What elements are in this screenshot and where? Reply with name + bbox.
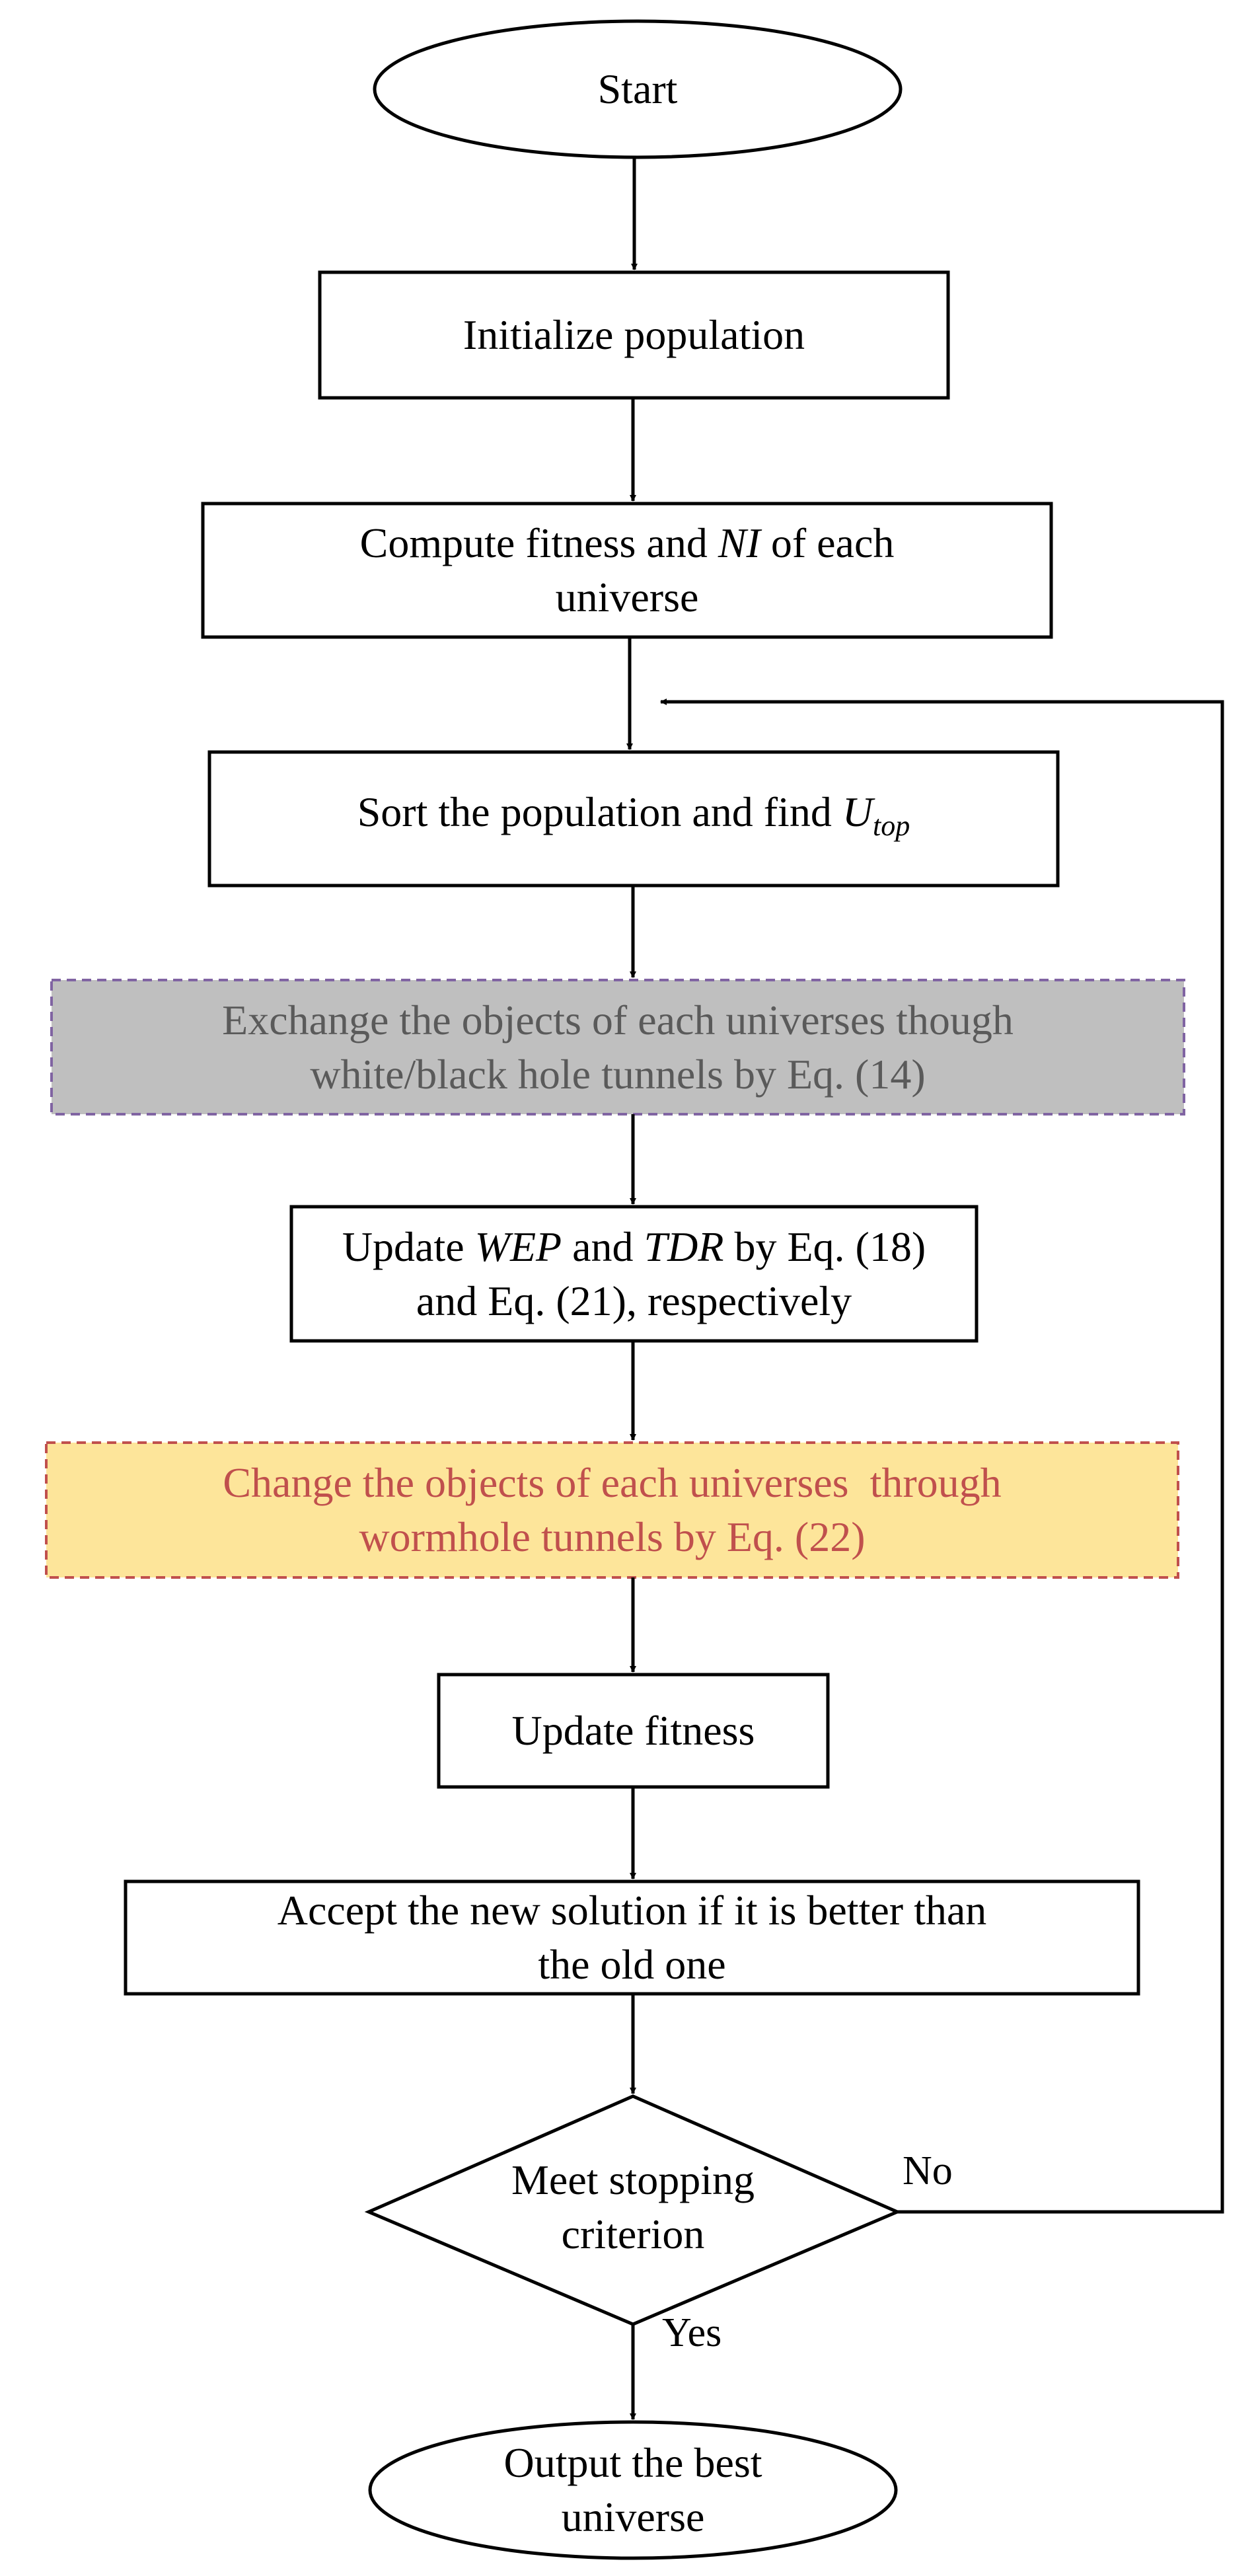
edge-label-yes: Yes <box>662 2310 722 2355</box>
start-label: Start <box>375 40 901 139</box>
update-fitness-box <box>437 1673 830 1789</box>
start-ellipse <box>373 19 903 159</box>
accept-label: Accept the new solution if it is better … <box>277 1887 987 1988</box>
change-box <box>45 1441 1179 1579</box>
edge-label-no: No <box>903 2148 953 2193</box>
change-label: Change the objects of each universes thr… <box>223 1459 1002 1560</box>
output-label: Output the best universe <box>503 2439 762 2540</box>
update-wep-label: Update WEP and TDR by Eq. (18) and Eq. (… <box>342 1223 926 1324</box>
sort-box <box>207 750 1060 888</box>
exchange-label: Exchange the objects of each universes t… <box>222 996 1014 1098</box>
output-ellipse <box>368 2420 898 2560</box>
update-fitness-label: Update fitness <box>511 1707 755 1754</box>
compute-label: Compute fitness and NI of each universe <box>359 519 895 621</box>
decision-label: Meet stopping criterion <box>511 2156 755 2257</box>
sort-label: Sort the population and find Utop <box>357 788 910 842</box>
initialize-text: Initialize population <box>462 311 805 358</box>
start-text: Start <box>597 65 678 112</box>
initialize-box <box>318 270 950 400</box>
initialize-label: Initialize population <box>320 272 948 398</box>
accept-box <box>124 1879 1140 1996</box>
arrow-loop-no <box>660 699 1224 2214</box>
compute-box <box>201 502 1053 639</box>
exchange-box <box>50 979 1185 1116</box>
update-wep-box <box>289 1205 979 1343</box>
